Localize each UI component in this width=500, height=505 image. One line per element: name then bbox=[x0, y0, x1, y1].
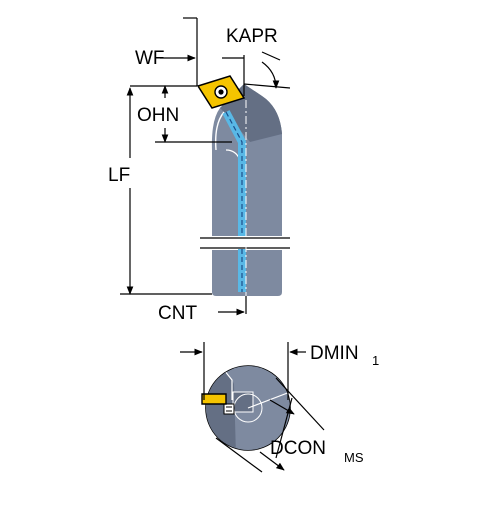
label-dmin-subscript: 1 bbox=[372, 353, 379, 368]
label-lf: LF bbox=[108, 165, 130, 186]
end-view-dimension-lines bbox=[180, 342, 325, 473]
coolant-channel bbox=[222, 110, 246, 292]
tool-shank bbox=[212, 250, 282, 296]
dimension-lines bbox=[120, 17, 291, 316]
label-dmin: DMIN bbox=[310, 343, 359, 364]
tool-side-view bbox=[196, 75, 290, 300]
label-ohn: OHN bbox=[137, 105, 179, 126]
break-gap bbox=[208, 237, 286, 249]
insert-end bbox=[201, 393, 227, 405]
label-kapr: KAPR bbox=[226, 26, 278, 47]
label-dcon-subscript: MS bbox=[344, 450, 364, 465]
label-wf: WF bbox=[135, 48, 165, 69]
tool-end-view bbox=[201, 365, 291, 451]
insert-side bbox=[196, 75, 246, 109]
label-dcon: DCON bbox=[270, 438, 326, 459]
label-cnt: CNT bbox=[158, 303, 197, 324]
